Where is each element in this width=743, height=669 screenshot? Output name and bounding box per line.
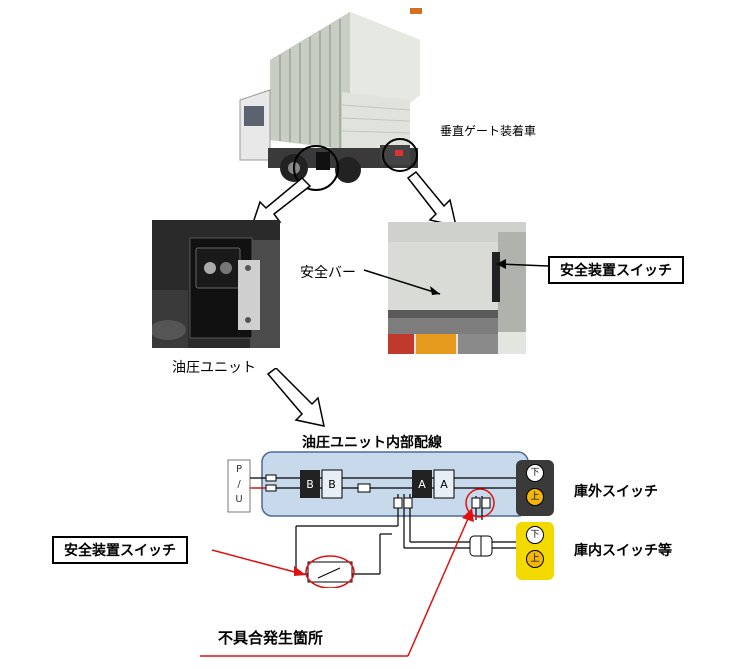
safety-switch-bottom-label: 安全装置スイッチ bbox=[52, 536, 188, 564]
outside-switch-up-button: 上 bbox=[526, 488, 544, 506]
safety-switch-top-label: 安全装置スイッチ bbox=[548, 256, 684, 284]
connector-a-light: A bbox=[440, 478, 448, 491]
up-label: 上 bbox=[530, 492, 540, 502]
inside-switch-up-button: 上 bbox=[526, 550, 544, 568]
arrow-to-wiring bbox=[266, 368, 325, 427]
outside-switch-down-button: 下 bbox=[526, 464, 544, 482]
vehicle-label: 垂直ゲート装着車 bbox=[440, 124, 537, 138]
hydraulic-unit-label: 油圧ユニット bbox=[172, 360, 256, 376]
inside-switch-label: 庫内スイッチ等 bbox=[574, 543, 672, 559]
up-label: 上 bbox=[530, 554, 540, 564]
safety-bar-label: 安全バー bbox=[300, 265, 356, 281]
outside-switch-label: 庫外スイッチ bbox=[574, 484, 658, 500]
safety-bar-pointer bbox=[363, 269, 441, 295]
pu-label-bottom: U bbox=[235, 494, 243, 505]
safety-switch-red-pointer bbox=[211, 549, 306, 576]
pu-label-top: P bbox=[235, 464, 243, 475]
truck-photo bbox=[239, 8, 422, 191]
down-label: 下 bbox=[530, 530, 540, 540]
connector-b-dark: B bbox=[306, 478, 314, 491]
inside-switch-down-button: 下 bbox=[526, 526, 544, 544]
internal-wiring-title: 油圧ユニット内部配線 bbox=[302, 435, 442, 451]
safety-bar-photo bbox=[388, 222, 526, 354]
connector-a-dark: A bbox=[418, 478, 426, 491]
defect-location-label: 不具合発生箇所 bbox=[218, 629, 324, 647]
pu-label-mid: / bbox=[237, 479, 241, 490]
defect-red-pointer bbox=[200, 508, 474, 657]
connector-b-light: B bbox=[328, 478, 336, 491]
down-label: 下 bbox=[530, 468, 540, 478]
arrow-right-down bbox=[406, 170, 458, 228]
safety-switch-top-pointer bbox=[496, 259, 549, 269]
hydraulic-unit-photo bbox=[152, 220, 280, 348]
